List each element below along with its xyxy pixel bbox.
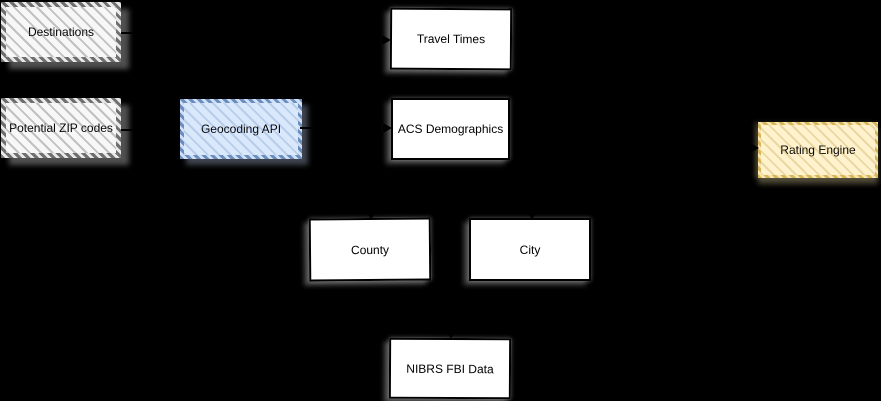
arrowhead-into-geocoding-api-icon[interactable] (172, 125, 181, 135)
edge-geocoding-api-out-stub[interactable] (300, 127, 313, 129)
edge-into-city-stub[interactable] (531, 204, 533, 212)
node-rating-engine-label: Rating Engine (780, 143, 856, 157)
arrowhead-into-city-icon[interactable] (527, 211, 537, 220)
arrowhead-into-county-icon[interactable] (366, 211, 376, 220)
node-geocoding-api-label: Geocoding API (200, 122, 282, 136)
edge-into-county-stub[interactable] (370, 204, 372, 212)
edge-destinations-out-stub[interactable] (121, 32, 138, 34)
arrowhead-into-travel-times-icon[interactable] (382, 35, 391, 45)
node-nibrs-fbi-data[interactable]: NIBRS FBI Data (388, 337, 512, 400)
edge-into-nibrs-stub[interactable] (450, 323, 452, 331)
arrowhead-into-rating-engine-icon[interactable] (750, 143, 759, 153)
node-destinations-label: Destinations (27, 25, 95, 39)
node-potential-zip-codes[interactable]: Potential ZIP codes (1, 98, 121, 158)
arrowhead-into-nibrs-fbi-data-icon[interactable] (446, 330, 456, 339)
node-city[interactable]: City (469, 218, 591, 281)
node-nibrs-fbi-data-label: NIBRS FBI Data (406, 361, 494, 376)
arrowhead-into-acs-demographics-icon[interactable] (383, 123, 392, 133)
node-potential-zip-codes-label: Potential ZIP codes (9, 121, 113, 135)
node-county[interactable]: County (308, 217, 432, 282)
node-city-label: City (519, 242, 541, 257)
node-acs-demographics[interactable]: ACS Demographics (391, 98, 510, 160)
edge-zip-codes-out-stub[interactable] (121, 129, 138, 131)
node-geocoding-api[interactable]: Geocoding API (180, 99, 302, 159)
node-travel-times-label: Travel Times (416, 31, 486, 47)
node-travel-times[interactable]: Travel Times (389, 7, 513, 71)
node-county-label: County (350, 242, 390, 257)
edge-into-rating-engine-stub[interactable] (742, 147, 752, 149)
node-acs-demographics-label: ACS Demographics (397, 122, 504, 136)
node-destinations[interactable]: Destinations (1, 2, 121, 62)
node-rating-engine[interactable]: Rating Engine (758, 122, 878, 178)
